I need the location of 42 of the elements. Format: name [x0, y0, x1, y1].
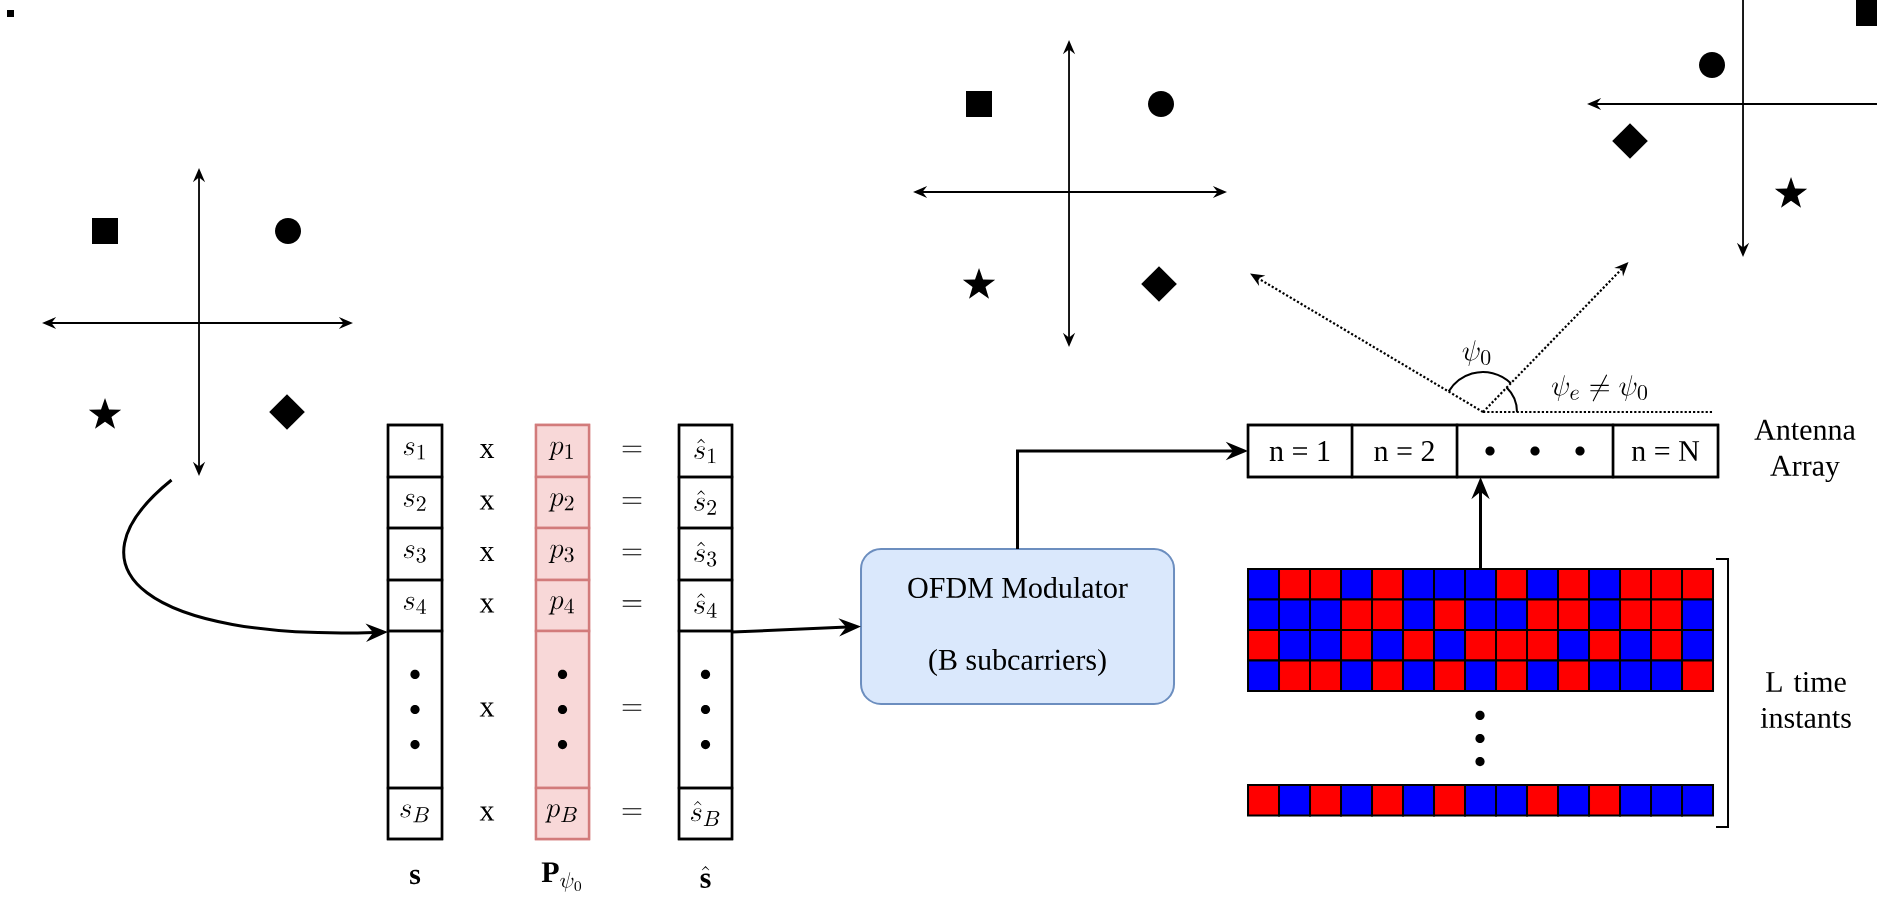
vector-cell: $p_2$	[534, 475, 591, 530]
dots-cell	[1455, 423, 1615, 479]
operator-label: $=$	[622, 445, 642, 453]
vector-cell: $s_4$	[386, 578, 444, 633]
antenna-cell: n = 1	[1246, 423, 1354, 479]
vector-cell: $p_B$	[534, 786, 591, 841]
vector-label: $\hat{\mathbf{s}}$	[700, 866, 711, 888]
operator-label: $=$	[622, 497, 642, 504]
vector-cell: $p_3$	[534, 526, 591, 582]
operator-label: $=$	[622, 600, 642, 607]
vector-cell: $\hat{s}_2$	[677, 475, 734, 530]
vector-cell: $s_1$	[386, 423, 444, 479]
vector-cell: $\hat{s}_3$	[677, 526, 734, 582]
vector-cell: $p_1$	[534, 423, 591, 479]
side-label: Antenna Array	[1754, 419, 1856, 483]
dots-cell	[677, 629, 734, 790]
vector-cell: $s_3$	[386, 526, 444, 582]
vector-cell: $p_4$	[534, 578, 591, 633]
angle-label: $\psi_0$	[1462, 340, 1491, 367]
angle-label: $\psi_e \neq \psi_0$	[1551, 374, 1647, 402]
vector-cell: $\hat{s}_1$	[677, 423, 734, 479]
vector-cell: $s_2$	[386, 475, 444, 530]
side-label: L time instants	[1760, 671, 1851, 729]
operator-label: x	[479, 495, 495, 510]
operator-label: x	[479, 444, 495, 458]
operator-label: $=$	[622, 808, 642, 815]
operator-label: $=$	[622, 548, 642, 556]
operator-label: x	[479, 598, 495, 613]
operator-label: x	[479, 547, 495, 561]
vector-label: $\mathbf{P}_{\psi_0}$	[541, 862, 582, 892]
operator-label: x	[479, 702, 495, 717]
operator-label: $=$	[622, 704, 642, 711]
dots-cell	[386, 629, 444, 790]
antenna-cell: n = N	[1611, 423, 1720, 479]
vector-label: $\mathbf{s}$	[410, 869, 421, 885]
vector-cell: $\hat{s}_B$	[677, 786, 734, 841]
grid-drawing	[1247, 568, 1714, 817]
antenna-cell: n = 2	[1350, 423, 1459, 479]
operator-label: x	[479, 806, 495, 821]
process-box: OFDM Modulator (B subcarriers)	[860, 548, 1175, 705]
vector-cell: $s_B$	[386, 786, 444, 841]
vector-cell: $\hat{s}_4$	[677, 578, 734, 633]
